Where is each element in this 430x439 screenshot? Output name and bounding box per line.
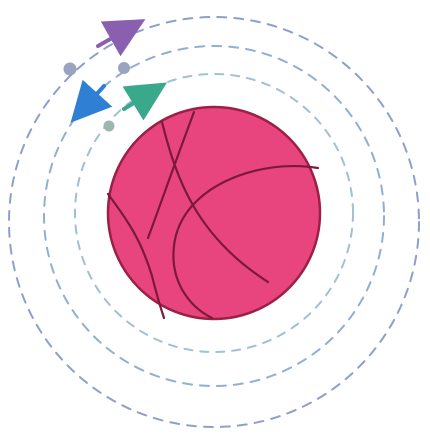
dot-middle-icon <box>118 62 130 74</box>
dot-inner-icon <box>104 121 115 132</box>
dot-outer-icon <box>64 63 77 76</box>
ball-body <box>108 107 320 319</box>
basketball-icon <box>108 107 320 319</box>
